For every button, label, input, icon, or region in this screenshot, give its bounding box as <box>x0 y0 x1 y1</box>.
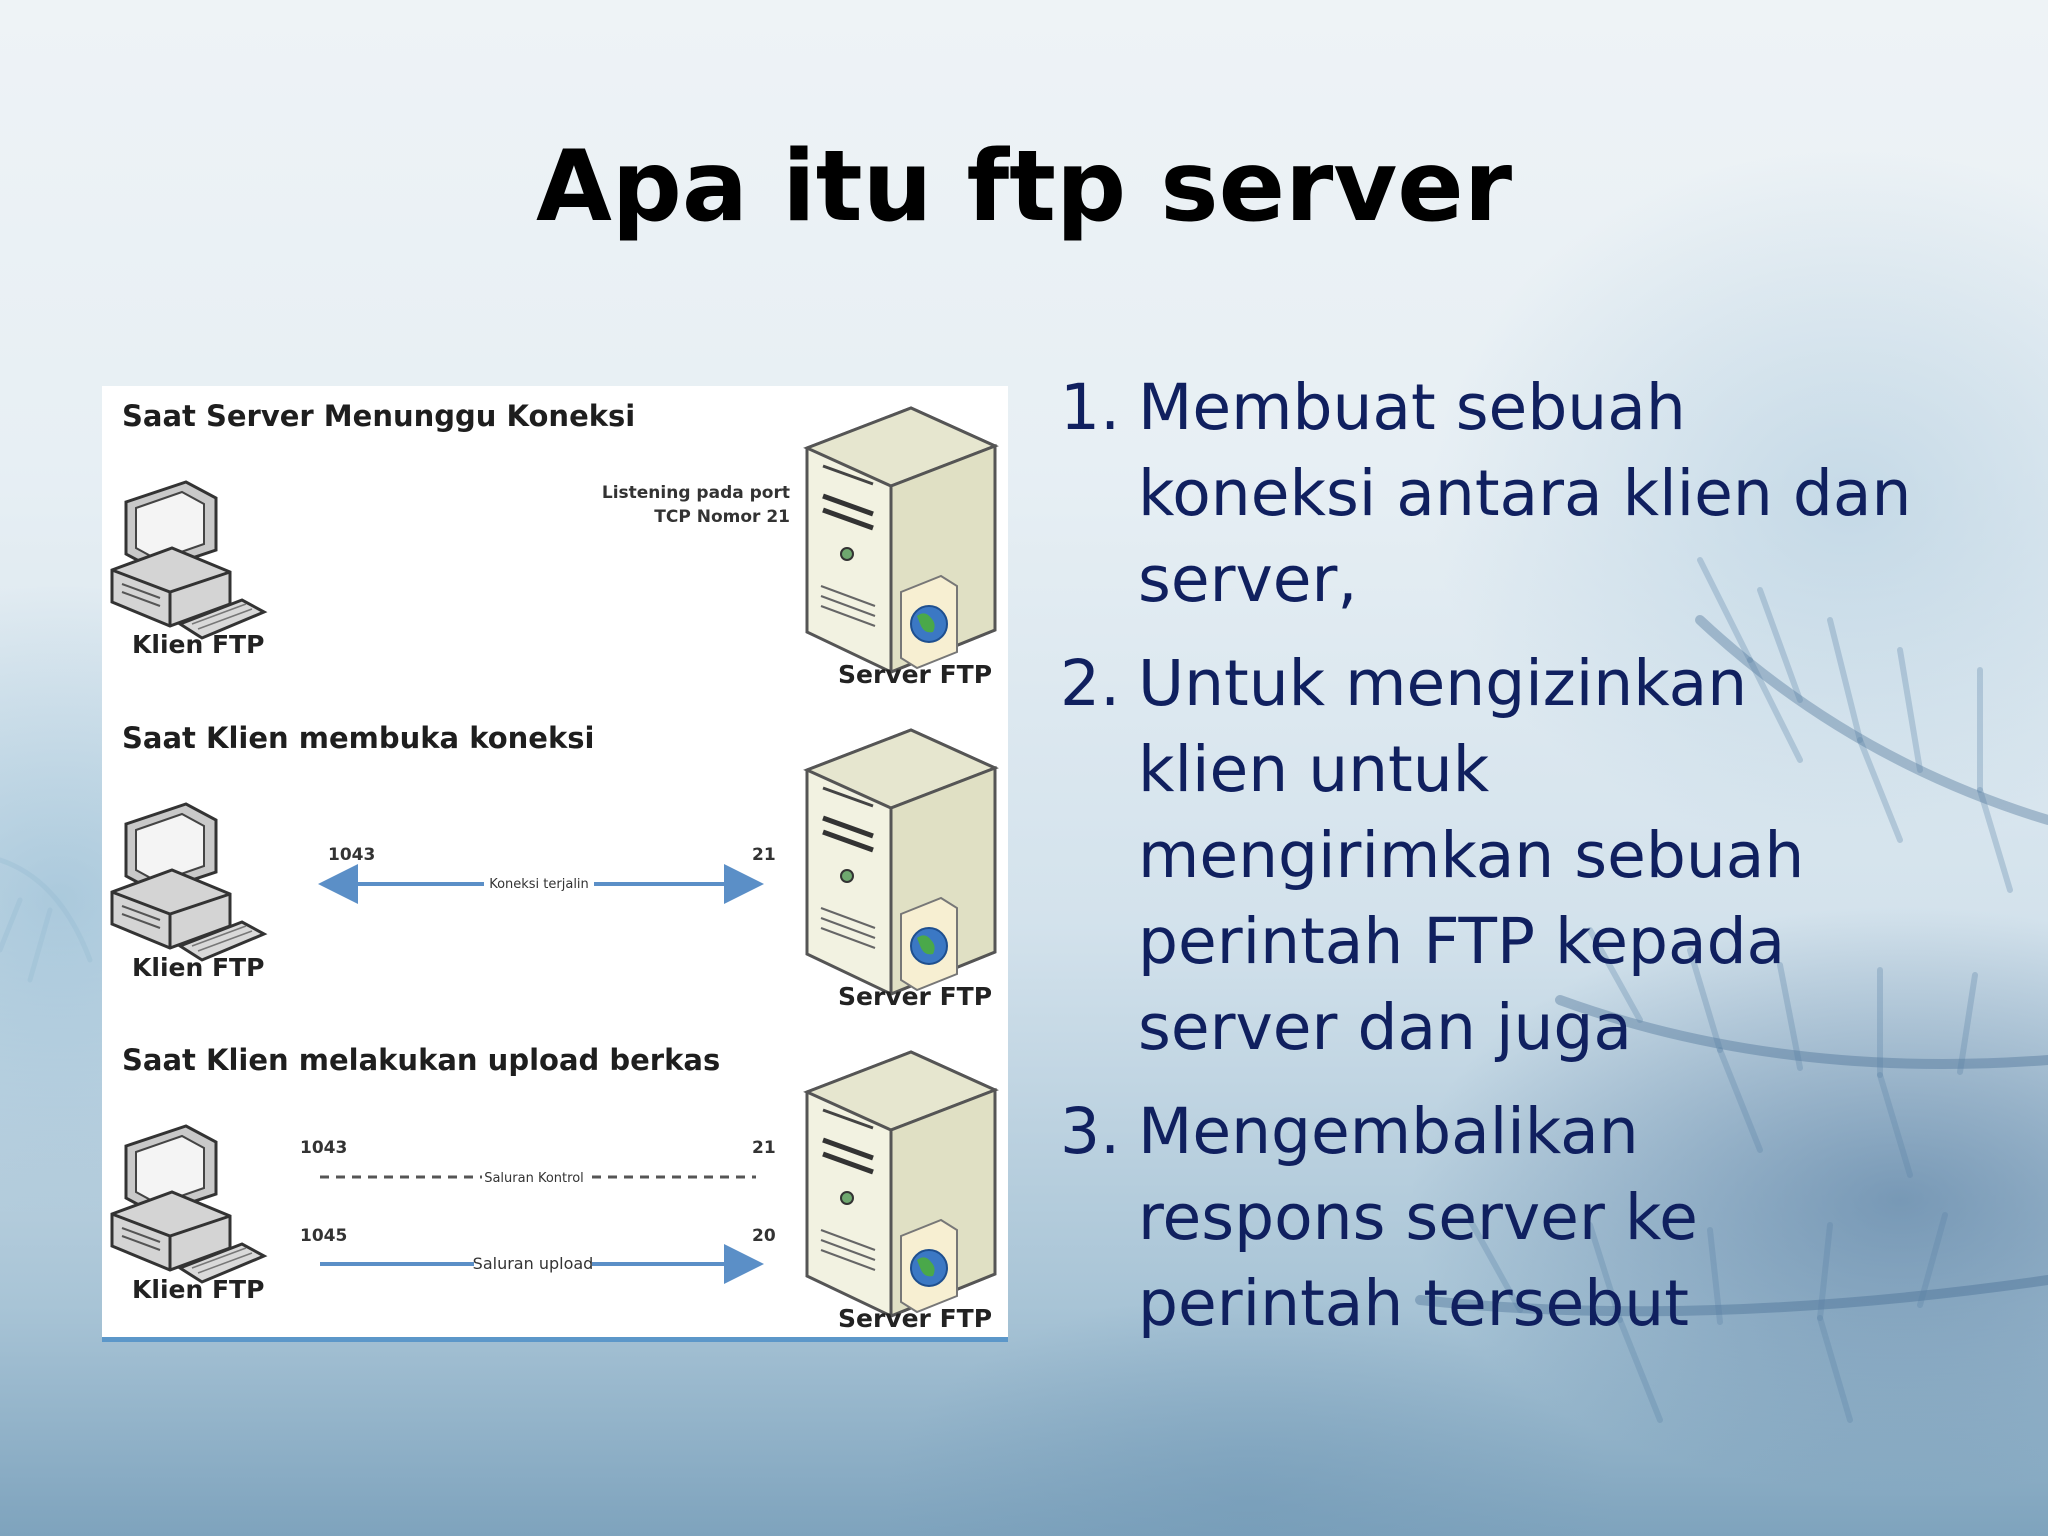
server-tower-icon <box>807 730 995 994</box>
list-item-number: 3. <box>1060 1095 1121 1168</box>
list-item-text: Mengembalikan respons server ke perintah… <box>1138 1089 1998 1347</box>
list-item-text: Untuk mengizinkan klien untuk mengirimka… <box>1138 641 1998 1071</box>
list-item-line: klien untuk <box>1138 733 1490 806</box>
section-3-client-label: Klien FTP <box>132 1275 264 1304</box>
server-tower-icon <box>807 408 995 672</box>
list-item-line: server, <box>1138 543 1358 616</box>
label-backdrop <box>482 1168 586 1186</box>
list-item: 2. Untuk mengizinkan klien untuk mengiri… <box>1060 641 2020 1071</box>
section-2-client-label: Klien FTP <box>132 953 264 982</box>
ftp-diagram-canvas: Saat Server Menunggu Koneksi Klien FTP L… <box>110 399 1008 1333</box>
section-3-upload-server-port: 20 <box>752 1226 776 1246</box>
section-2-title: Saat Klien membuka koneksi <box>122 721 594 755</box>
list-item: 1. Membuat sebuah koneksi antara klien d… <box>1060 365 2020 623</box>
list-item-line: respons server ke <box>1138 1181 1698 1254</box>
list-item-number: 1. <box>1060 371 1121 444</box>
server-tower-icon <box>807 1052 995 1316</box>
section-1-client-label: Klien FTP <box>132 630 264 659</box>
label-backdrop <box>484 874 594 892</box>
section-3-control-client-port: 1043 <box>300 1138 347 1158</box>
list-item-line: server dan juga <box>1138 991 1633 1064</box>
ftp-diagram: Saat Server Menunggu Koneksi Klien FTP L… <box>102 386 1008 1342</box>
list-item-line: Membuat sebuah <box>1138 371 1686 444</box>
listening-note-line-2: TCP Nomor 21 <box>654 507 790 527</box>
label-backdrop <box>474 1253 592 1273</box>
section-2-client-port: 1043 <box>328 845 375 865</box>
list-item-text: Membuat sebuah koneksi antara klien dan … <box>1138 365 1998 623</box>
section-3-control-server-port: 21 <box>752 1138 776 1158</box>
ftp-server-functions-list: 1. Membuat sebuah koneksi antara klien d… <box>1060 365 2020 1365</box>
listening-note-line-1: Listening pada port <box>602 483 790 503</box>
upload-channel-label: Saluran upload <box>473 1254 594 1273</box>
list-item-line: perintah FTP kepada <box>1138 905 1786 978</box>
list-item-line: Mengembalikan <box>1138 1095 1639 1168</box>
desktop-computer-icon <box>110 480 266 640</box>
section-2-server-label: Server FTP <box>838 982 992 1011</box>
section-2-server-port: 21 <box>752 845 776 865</box>
connection-label: Koneksi terjalin <box>489 877 589 892</box>
list-item: 3. Mengembalikan respons server ke perin… <box>1060 1089 2020 1347</box>
list-item-line: mengirimkan sebuah <box>1138 819 1805 892</box>
list-item-number: 2. <box>1060 647 1121 720</box>
control-channel-label: Saluran Kontrol <box>484 1171 584 1186</box>
list-item-line: perintah tersebut <box>1138 1267 1689 1340</box>
section-3-title: Saat Klien melakukan upload berkas <box>122 1043 720 1077</box>
section-1-title: Saat Server Menunggu Koneksi <box>122 399 635 433</box>
section-1-server-label: Server FTP <box>838 660 992 689</box>
section-3-upload-client-port: 1045 <box>300 1226 347 1246</box>
list-item-line: koneksi antara klien dan <box>1138 457 1912 530</box>
slide-title: Apa itu ftp server <box>535 130 1513 244</box>
desktop-computer-icon <box>110 1124 266 1284</box>
section-3-server-label: Server FTP <box>838 1304 992 1333</box>
desktop-computer-icon <box>110 802 266 962</box>
list-item-line: Untuk mengizinkan <box>1138 647 1748 720</box>
